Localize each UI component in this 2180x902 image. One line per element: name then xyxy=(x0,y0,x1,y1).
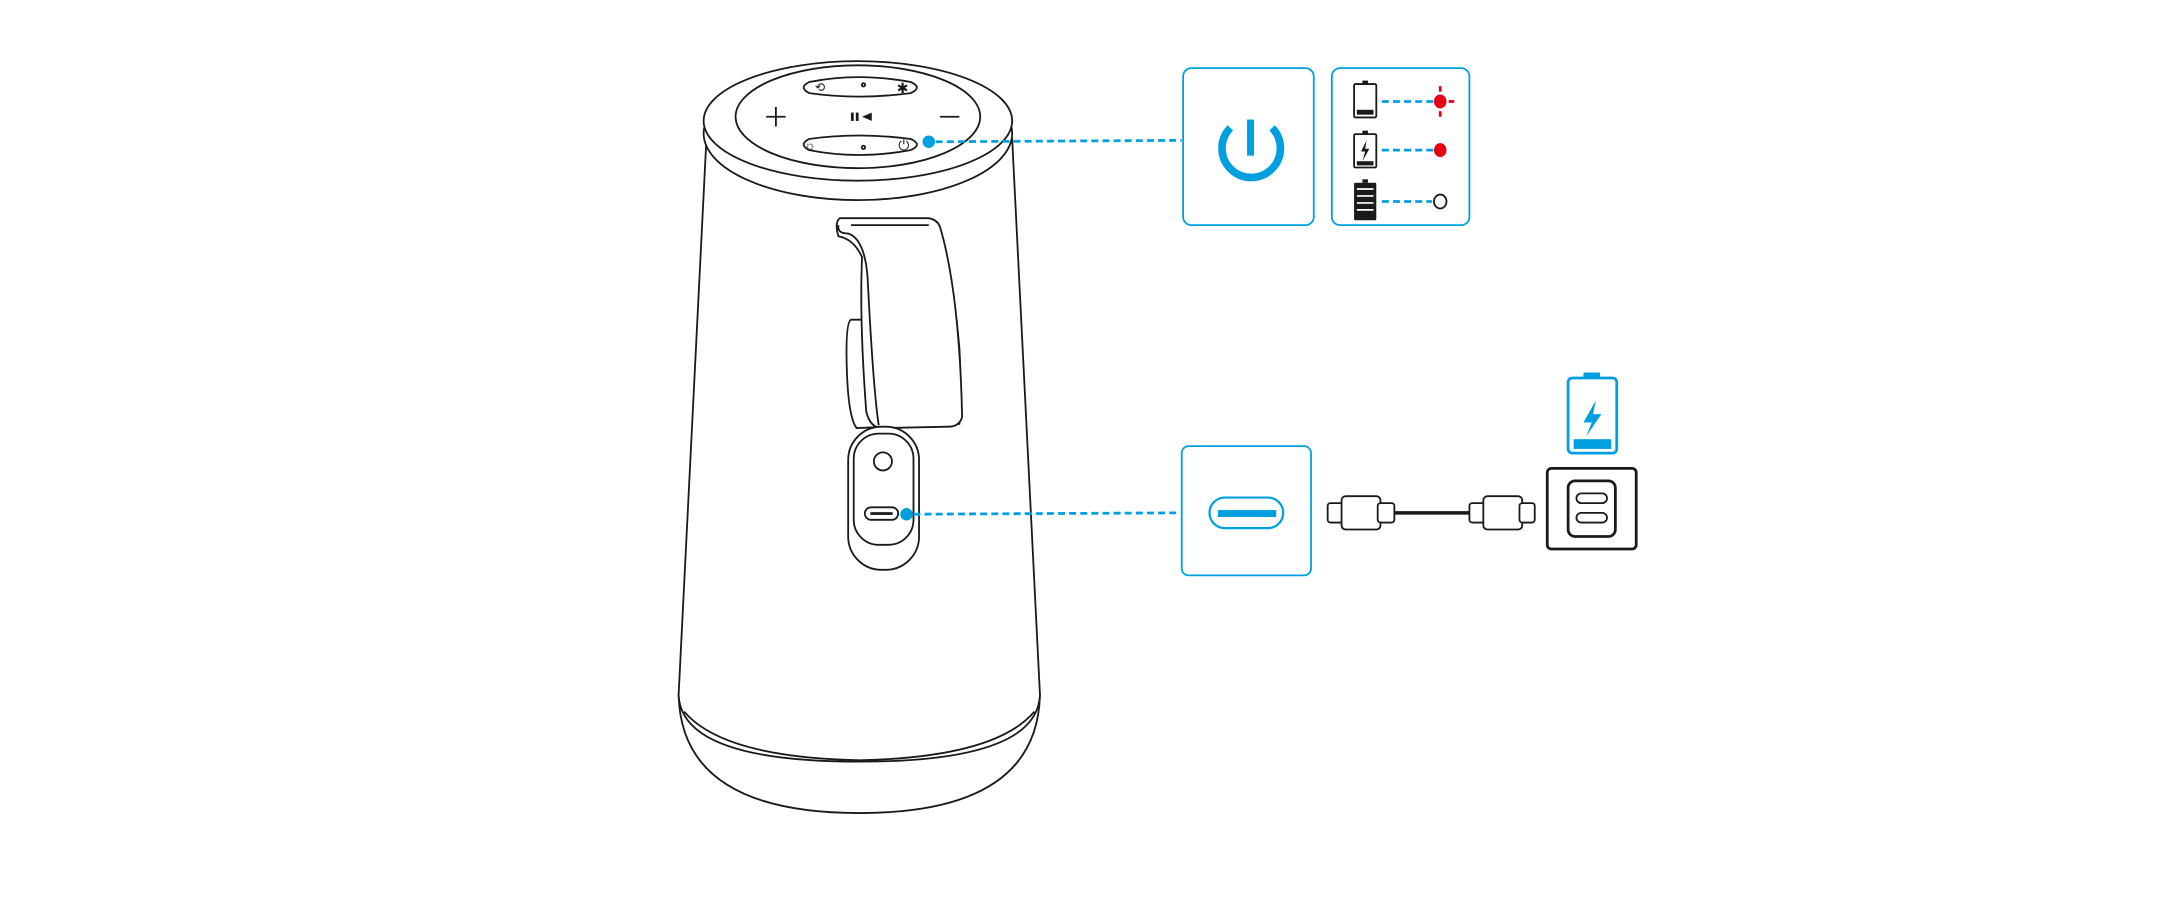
battery-indicator-callout xyxy=(1330,67,1471,227)
usb-c-port-tongue xyxy=(870,512,893,515)
play-pause-icon[interactable] xyxy=(850,112,872,121)
power-button-marker xyxy=(922,135,936,149)
callout-frame xyxy=(1330,67,1471,227)
strap xyxy=(835,217,964,430)
reset-hole xyxy=(872,451,893,472)
bluetooth-icon[interactable]: ✱ xyxy=(897,80,909,96)
party-mode-icon[interactable]: ⟲ xyxy=(815,81,826,95)
charger-port xyxy=(1575,511,1608,524)
usb-leader-line xyxy=(913,511,1179,516)
port-panel xyxy=(847,425,920,571)
power-button-callout xyxy=(1182,67,1315,227)
speaker: ⟲ ✱ ☼ ⏻ xyxy=(677,60,1041,814)
battery-charging-icon xyxy=(1566,372,1619,455)
battery-full-icon xyxy=(1354,179,1377,221)
control-buttons: ⟲ ✱ ☼ ⏻ xyxy=(766,76,960,156)
usb-c-port[interactable] xyxy=(863,506,900,521)
top-indicator-dot xyxy=(860,82,867,88)
top-button-bar xyxy=(802,76,918,98)
charger-port xyxy=(1575,492,1608,505)
callout-frame xyxy=(1180,445,1312,577)
volume-up-icon[interactable] xyxy=(766,107,786,127)
usb-c-port-callout xyxy=(1180,445,1312,577)
battery-low-icon xyxy=(1353,80,1378,119)
battery-charging-small-icon xyxy=(1353,130,1378,169)
base-seam xyxy=(683,711,1036,762)
light-icon[interactable]: ☼ xyxy=(804,137,817,153)
bottom-button-bar xyxy=(802,134,918,156)
led-flashing-red-icon xyxy=(1433,86,1455,117)
usb-c-cable xyxy=(1326,495,1536,531)
power-icon[interactable]: ⏻ xyxy=(898,137,909,153)
bottom-indicator-dot xyxy=(860,144,867,150)
led-off-icon xyxy=(1433,193,1448,210)
callout-frame xyxy=(1182,67,1315,227)
usb-c-port-icon xyxy=(1208,496,1285,530)
usb-c-charger xyxy=(1545,466,1638,551)
led-solid-red-icon xyxy=(1433,143,1447,158)
power-icon xyxy=(1218,119,1285,182)
power-leader-line xyxy=(935,138,1182,144)
usb-port-marker xyxy=(900,507,913,521)
